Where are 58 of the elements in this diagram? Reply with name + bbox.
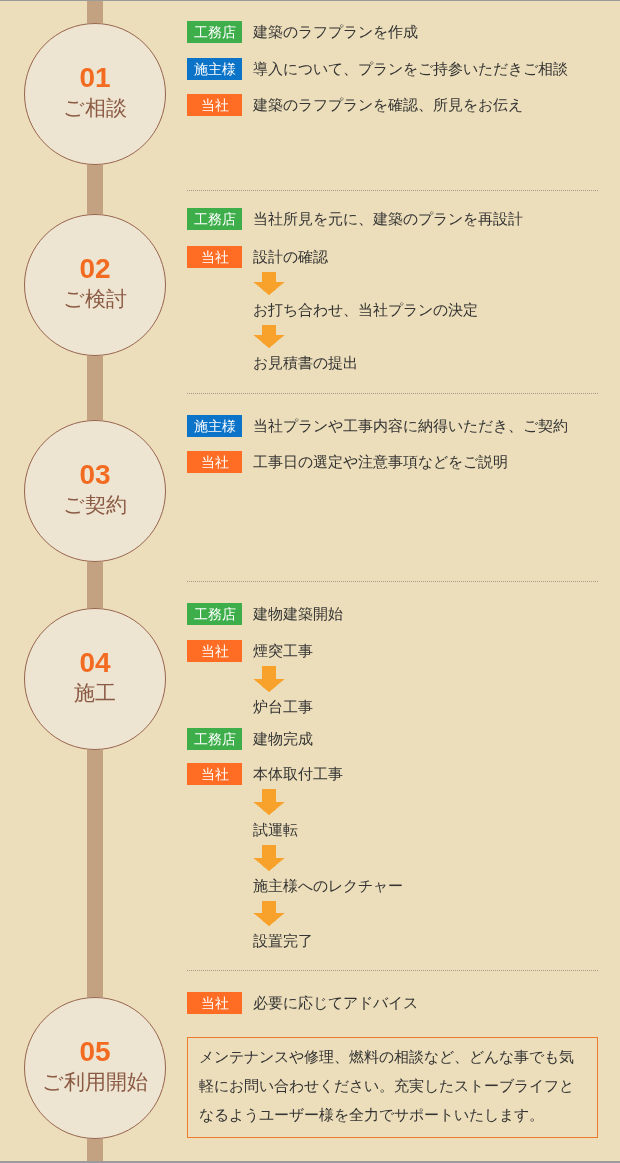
role-tag: 当社 — [187, 246, 242, 268]
role-tag: 当社 — [187, 451, 242, 473]
step-text: お見積書の提出 — [253, 348, 358, 378]
step-title: ご利用開始 — [42, 1070, 148, 1094]
step-text: 本体取付工事 — [253, 759, 343, 789]
step-number: 04 — [79, 648, 111, 678]
step-circle — [24, 214, 166, 356]
role-tag: 工務店 — [187, 603, 242, 625]
arrow — [253, 272, 285, 295]
step-circle — [24, 608, 166, 750]
step-text: お打ち合わせ、当社プランの決定 — [253, 295, 478, 325]
step-circle — [24, 997, 166, 1139]
step-text: 導入について、プランをご持参いただきご相談 — [253, 54, 568, 84]
step-text: 工事日の選定や注意事項などをご説明 — [253, 447, 508, 477]
step-text: 設置完了 — [253, 926, 313, 956]
step-number: 01 — [79, 63, 111, 93]
timeline-bar — [87, 165, 103, 214]
step-number: 05 — [79, 1037, 111, 1067]
step-text: 当社プランや工事内容に納得いただき、ご契約 — [253, 411, 568, 441]
timeline-bar — [87, 750, 103, 997]
arrow — [253, 901, 285, 926]
step-text: 当社所見を元に、建築のプランを再設計 — [253, 204, 523, 234]
step-title: 施工 — [74, 681, 116, 705]
note-box: メンテナンスや修理、燃料の相談など、どんな事でも気軽にお問い合わせください。充実したストーブライフとなるようユーザー様を全力でサポートいたします。 — [187, 1037, 598, 1138]
step-number: 03 — [79, 460, 111, 490]
role-tag: 当社 — [187, 763, 242, 785]
timeline-bar — [87, 1139, 103, 1163]
step-title: ご契約 — [63, 493, 127, 517]
role-tag: 当社 — [187, 992, 242, 1014]
timeline-bar — [87, 356, 103, 420]
step-number: 02 — [79, 254, 111, 284]
step-text: 炉台工事 — [253, 692, 313, 722]
role-tag: 施主様 — [187, 58, 242, 80]
step-text: 設計の確認 — [253, 242, 328, 272]
step-text: 建築のラフプランを確認、所見をお伝え — [253, 90, 523, 120]
arrow — [253, 845, 285, 871]
role-tag: 当社 — [187, 94, 242, 116]
step-circle — [24, 23, 166, 165]
step-text: 煙突工事 — [253, 636, 313, 666]
role-tag: 当社 — [187, 640, 242, 662]
role-tag: 施主様 — [187, 415, 242, 437]
role-tag: 工務店 — [187, 728, 242, 750]
role-tag: 工務店 — [187, 208, 242, 230]
arrow — [253, 325, 285, 348]
step-text: 建築のラフプランを作成 — [253, 17, 418, 47]
arrow — [253, 789, 285, 815]
step-text: 必要に応じてアドバイス — [253, 988, 418, 1018]
role-tag: 工務店 — [187, 21, 242, 43]
arrow — [253, 666, 285, 692]
step-text: 建物建築開始 — [253, 599, 343, 629]
step-text: 建物完成 — [253, 724, 313, 754]
timeline-bar — [87, 562, 103, 608]
step-title: ご相談 — [63, 96, 127, 120]
step-text: 施主様へのレクチャー — [253, 871, 403, 901]
step-title: ご検討 — [63, 287, 127, 311]
step-text: 試運転 — [253, 815, 298, 845]
timeline-bar — [87, 0, 103, 23]
step-circle — [24, 420, 166, 562]
